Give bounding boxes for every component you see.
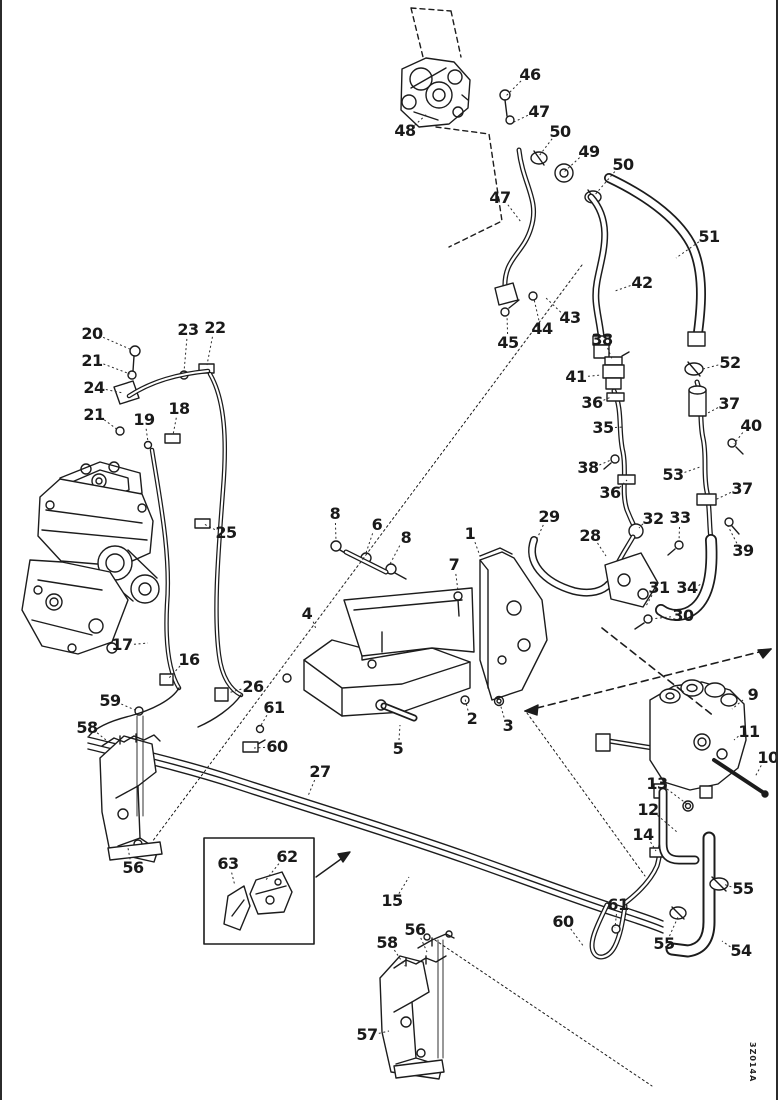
callout-55-73: 55 [653, 934, 675, 953]
callout-46-0: 46 [519, 65, 541, 84]
callout-63-59: 63 [217, 854, 239, 873]
callout-47-1: 47 [528, 102, 550, 121]
callout-38-19: 38 [577, 458, 599, 477]
callout-1-51: 1 [464, 524, 476, 543]
callout-26-42: 26 [242, 677, 264, 696]
callout-42-8: 42 [631, 273, 653, 292]
callout-59-45: 59 [99, 691, 121, 710]
callout-24-33: 24 [83, 378, 105, 397]
callout-27-57: 27 [309, 762, 331, 781]
callout-61-43: 61 [263, 698, 285, 717]
callout-31-28: 31 [648, 578, 670, 597]
callout-43-9: 43 [559, 308, 581, 327]
callout-58-46: 58 [76, 718, 98, 737]
callout-22-36: 22 [204, 318, 226, 337]
callout-61-65: 61 [607, 895, 629, 914]
callout-14-71: 14 [632, 825, 654, 844]
callout-6-49: 6 [371, 515, 383, 534]
callout-3-55: 3 [502, 716, 514, 735]
callout-51-7: 51 [698, 227, 720, 246]
callout-21-32: 21 [81, 351, 103, 370]
callout-50-4: 50 [612, 155, 634, 174]
callout-36-15: 36 [581, 393, 603, 412]
callout-13-69: 13 [646, 774, 668, 793]
callout-40-18: 40 [740, 416, 762, 435]
callout-41-13: 41 [565, 367, 587, 386]
callout-7-52: 7 [448, 555, 460, 574]
callout-56-61: 56 [404, 920, 426, 939]
callout-30-30: 30 [672, 606, 694, 625]
callout-47-6: 47 [489, 188, 511, 207]
figure-code: 3Z014A [748, 1042, 757, 1083]
callout-16-41: 16 [178, 650, 200, 669]
callout-28-27: 28 [579, 526, 601, 545]
callout-34-29: 34 [676, 578, 698, 597]
callout-39-23: 39 [732, 541, 754, 560]
callout-21-34: 21 [83, 405, 105, 424]
callout-20-31: 20 [81, 324, 103, 343]
callout-12-70: 12 [637, 800, 659, 819]
callout-54-74: 54 [730, 941, 752, 960]
callout-37-22: 37 [731, 479, 753, 498]
callout-9-66: 9 [747, 685, 759, 704]
callout-15-58: 15 [381, 891, 403, 910]
callout-17-40: 17 [111, 635, 133, 654]
callout-18-38: 18 [168, 399, 190, 418]
callout-5-56: 5 [392, 739, 404, 758]
callout-8-48: 8 [329, 504, 341, 523]
callout-45-11: 45 [497, 333, 519, 352]
callout-10-68: 10 [757, 748, 778, 767]
callout-23-35: 23 [177, 320, 199, 339]
callout-2-54: 2 [466, 709, 478, 728]
callout-60-44: 60 [266, 737, 288, 756]
callout-44-10: 44 [531, 319, 553, 338]
callout-57-63: 57 [356, 1025, 378, 1044]
callout-60-64: 60 [552, 912, 574, 931]
callout-62-60: 62 [276, 847, 298, 866]
callout-53-20: 53 [662, 465, 684, 484]
callout-37-17: 37 [718, 394, 740, 413]
callout-55-72: 55 [732, 879, 754, 898]
callout-25-39: 25 [215, 523, 237, 542]
callout-32-24: 32 [642, 509, 664, 528]
callout-36-21: 36 [599, 483, 621, 502]
callout-11-67: 11 [738, 722, 760, 741]
callout-35-16: 35 [592, 418, 614, 437]
callout-8-50: 8 [400, 528, 412, 547]
callout-52-14: 52 [719, 353, 741, 372]
callout-33-25: 33 [669, 508, 691, 527]
callout-48-5: 48 [394, 121, 416, 140]
callout-50-2: 50 [549, 122, 571, 141]
callout-29-26: 29 [538, 507, 560, 526]
callout-56-47: 56 [122, 858, 144, 877]
callout-58-62: 58 [376, 933, 398, 952]
callout-49-3: 49 [578, 142, 600, 161]
callout-4-53: 4 [301, 604, 313, 623]
callout-38-12: 38 [591, 330, 613, 349]
callout-19-37: 19 [133, 410, 155, 429]
